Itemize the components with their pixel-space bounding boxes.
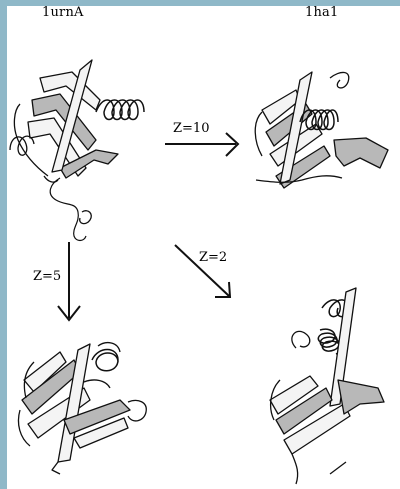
transition-label-z2: Z=2 bbox=[199, 251, 227, 264]
protein-structure-z5 bbox=[18, 343, 146, 474]
transition-label-z5: Z=5 bbox=[33, 270, 61, 283]
arrow-z5 bbox=[58, 242, 80, 320]
protein-structure-1urnA bbox=[10, 60, 144, 241]
protein-structure-1ha1 bbox=[255, 72, 388, 188]
arrow-z10 bbox=[165, 133, 238, 156]
protein-structure-z2 bbox=[270, 288, 384, 484]
transition-label-z10: Z=10 bbox=[173, 122, 209, 135]
